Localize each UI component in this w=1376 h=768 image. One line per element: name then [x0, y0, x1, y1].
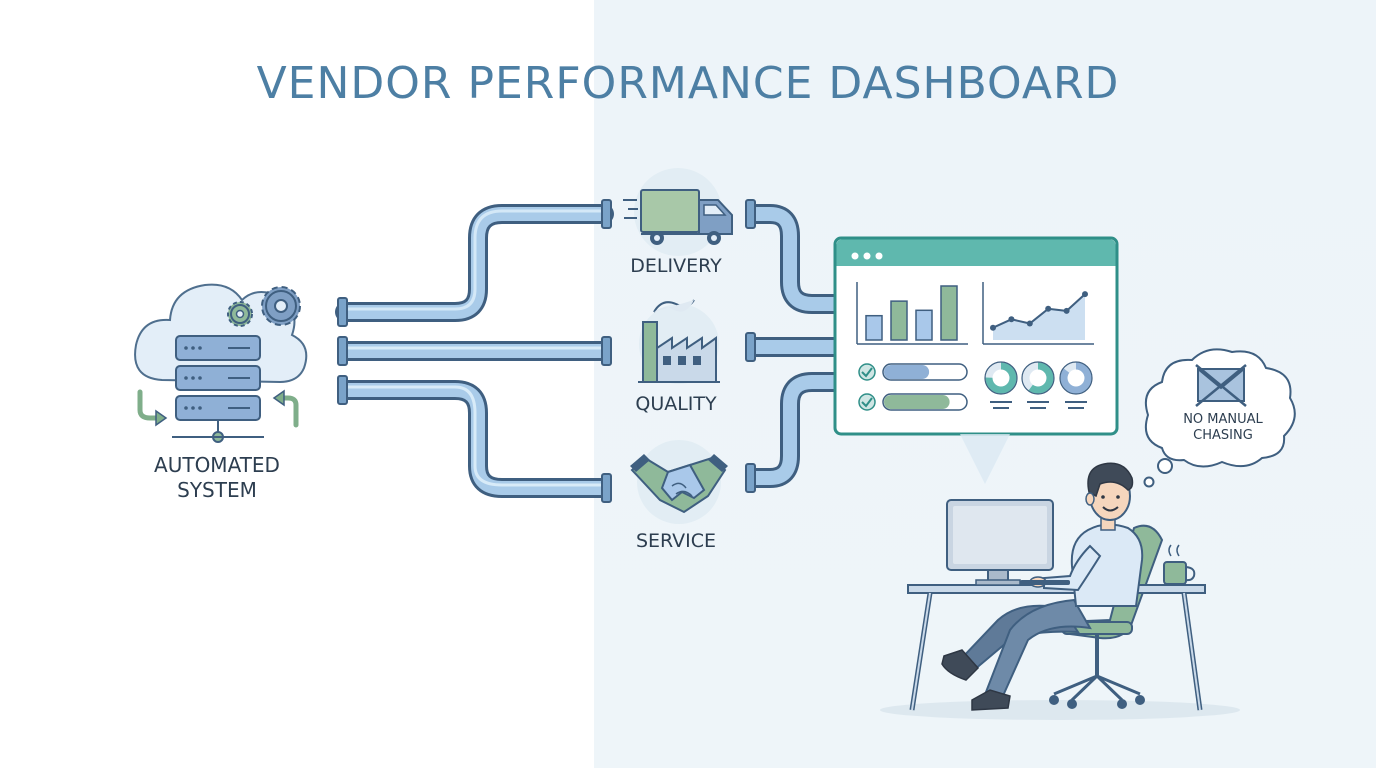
donut-arc [1022, 362, 1054, 394]
dashboard-window [833, 236, 1119, 436]
line-chart-line [992, 293, 1086, 329]
donut-outline [1021, 361, 1055, 395]
pipe-flange [745, 199, 756, 229]
bar-chart [865, 285, 958, 341]
progress-fill [884, 365, 930, 379]
window-dot-icon [863, 252, 871, 260]
donut-outline [1059, 361, 1093, 395]
line-chart-point [1063, 307, 1070, 314]
page-title: VENDOR PERFORMANCE DASHBOARD [256, 58, 1120, 109]
system-label-line1: AUTOMATED [154, 453, 280, 477]
pipe-flange [337, 297, 348, 327]
thought-text-line1: NO MANUAL [1183, 412, 1263, 427]
service-label: SERVICE [635, 530, 717, 552]
window-dot-icon [851, 252, 859, 260]
pipe-delivery-to-dashboard [752, 204, 835, 314]
bar-chart-bar [915, 309, 933, 341]
handshake-icon [630, 440, 728, 524]
progress-fill [884, 395, 950, 409]
window-dot-icon [875, 252, 883, 260]
line-chart-point [1082, 291, 1088, 298]
pipe-service-to-dashboard [752, 372, 835, 488]
donut-outline [984, 361, 1018, 395]
coffee-mug-icon [1163, 544, 1196, 585]
crossed-envelope-icon [1195, 364, 1247, 407]
quality-label: QUALITY [635, 393, 717, 415]
line-chart [990, 291, 1088, 340]
light-beam [960, 434, 1010, 484]
thought-bubble [1143, 348, 1296, 488]
line-chart-point [1045, 305, 1052, 312]
bar-chart-bar [865, 314, 883, 341]
pipe-flange [745, 332, 756, 362]
pipe-flange [337, 375, 348, 405]
bar-chart-bar [940, 285, 958, 341]
line-chart-point [990, 324, 996, 331]
cloud-server-gears-icon [134, 283, 308, 443]
thought-text: NO MANUAL CHASING [1160, 412, 1286, 444]
check-mark [861, 367, 873, 378]
delivery-label: DELIVERY [630, 255, 722, 277]
pipe-flange [337, 336, 348, 366]
donut-arc [1060, 362, 1092, 394]
check-icon [858, 363, 876, 381]
person-at-desk [880, 462, 1240, 720]
thought-text-line2: CHASING [1193, 428, 1253, 443]
pipe-flange [601, 199, 612, 229]
check-icon [858, 393, 876, 411]
pipe-to-service [345, 380, 604, 498]
line-chart-point [1008, 316, 1015, 323]
truck-icon [623, 168, 733, 256]
line-chart-point [1026, 320, 1033, 327]
pipe-flange [601, 336, 612, 366]
pipe-flange [601, 473, 612, 503]
donut-arc [985, 362, 1017, 394]
progress-list [858, 363, 968, 411]
bar-chart-bar [890, 300, 908, 341]
system-label: AUTOMATED SYSTEM [112, 453, 322, 503]
pipe-flange [745, 463, 756, 493]
pipe-to-quality [345, 341, 604, 361]
factory-icon [638, 299, 720, 384]
pipe-to-delivery [335, 204, 614, 322]
check-mark [861, 397, 873, 408]
system-label-line2: SYSTEM [177, 478, 257, 502]
donut-row [984, 361, 1093, 395]
